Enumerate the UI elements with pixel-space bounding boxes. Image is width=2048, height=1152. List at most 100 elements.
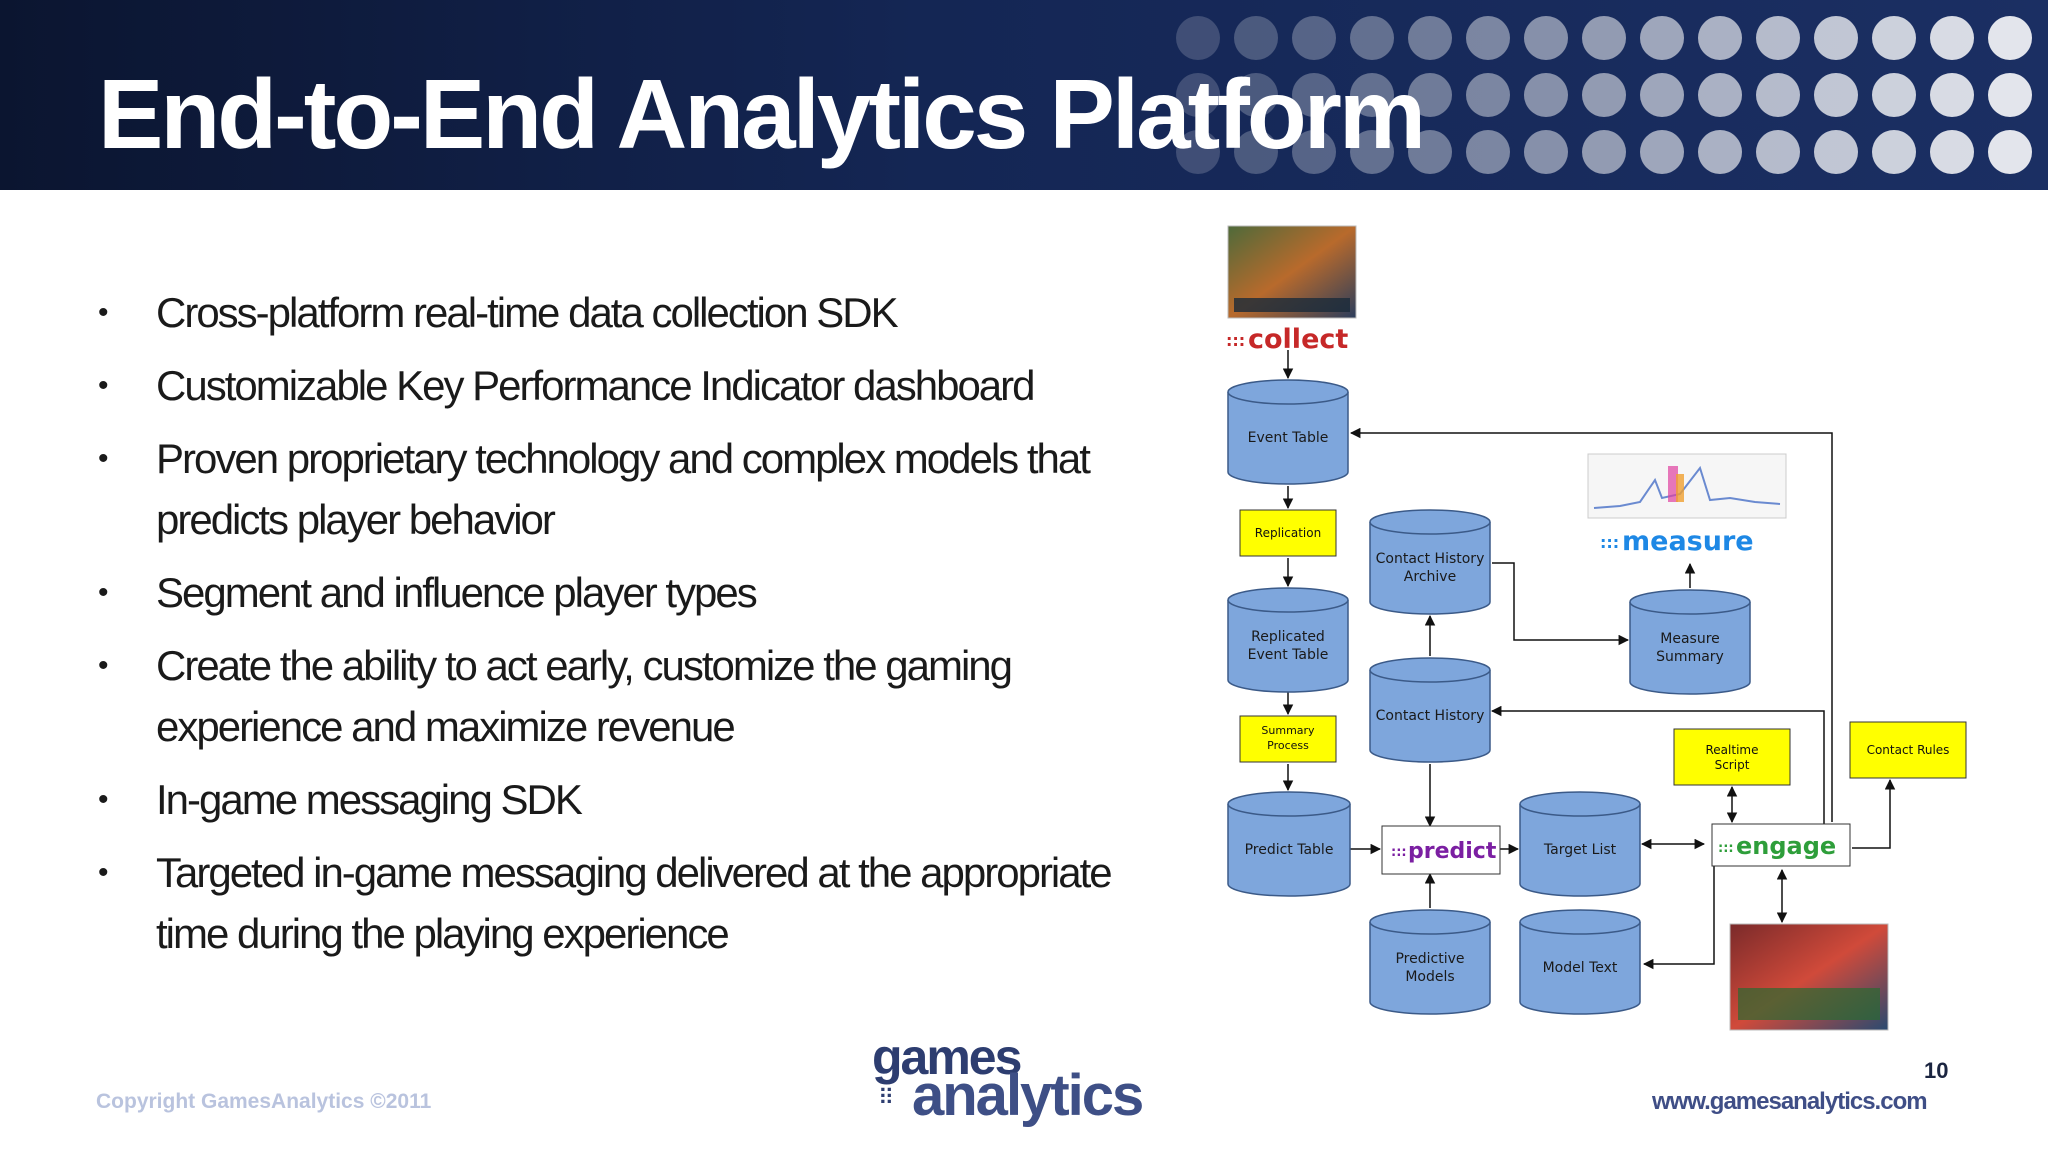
arrow-engage-to-event-table <box>1349 427 1833 822</box>
title-banner: End-to-End Analytics Platform <box>0 0 2048 190</box>
arrow-engage-to-contact-rules <box>1852 778 1896 849</box>
contact-history-archive-label: Archive <box>1404 569 1456 585</box>
engage-box <box>1711 823 1851 867</box>
dot-pattern-circle <box>1466 16 1510 60</box>
bullet-item: • Customizable Key Performance Indicator … <box>96 355 1146 416</box>
contact-history-archive-cylinder-top <box>1369 509 1491 535</box>
dot-pattern-circle <box>1234 16 1278 60</box>
dot-pattern-circle <box>1350 73 1394 117</box>
contact-history-cylinder: Contact History <box>1369 657 1491 763</box>
bullet-text: Proven proprietary technology and comple… <box>156 435 1091 543</box>
summary-process-box <box>1239 715 1337 763</box>
event-table-cylinder-body <box>1227 392 1349 485</box>
predictive-models-cylinder-top <box>1369 909 1491 935</box>
measure-logo-text: measure <box>1622 526 1754 557</box>
website-link[interactable]: www.gamesanalytics.com <box>1652 1088 1928 1115</box>
dot-pattern-circle <box>1524 73 1568 117</box>
model-text-cylinder-body <box>1519 922 1641 1015</box>
dot-pattern-circle <box>1292 73 1336 117</box>
bullet-dot: • <box>98 649 108 682</box>
bullet-text: Targeted in-game messaging delivered at … <box>156 849 1113 957</box>
model-text-cylinder: Model Text <box>1519 909 1641 1015</box>
dot-pattern-circle <box>1988 16 2032 60</box>
target-list-label: Target List <box>1543 842 1617 858</box>
dot-pattern-circle <box>1988 73 2032 117</box>
contact-rules-label: Contact Rules <box>1867 743 1950 757</box>
bullet-text: In-game messaging SDK <box>156 776 583 823</box>
bullet-dot: • <box>98 442 108 475</box>
realtime-script-label-2: Script <box>1715 758 1750 772</box>
engage-logo-text: engage <box>1736 832 1836 860</box>
target-list-cylinder-body <box>1519 804 1641 897</box>
dot-pattern-circle <box>1698 130 1742 174</box>
bullet-list: • Cross-platform real-time data collectio… <box>96 282 1146 976</box>
replicated-event-table-label: Replicated <box>1251 629 1325 645</box>
target-list-cylinder: Target List <box>1519 791 1641 897</box>
dot-pattern-circle <box>1176 73 1220 117</box>
model-text-cylinder-top <box>1519 909 1641 935</box>
predict-logo-text: predict <box>1408 839 1497 864</box>
dot-pattern-circle <box>1524 16 1568 60</box>
bullet-dot: • <box>98 783 108 816</box>
analytics-flow-diagram: collect ::: ::: measure Event TableRepli… <box>1226 225 1967 1031</box>
dot-pattern-circle <box>1350 130 1394 174</box>
logo-word-games: games <box>872 1029 1022 1085</box>
summary-process-label-2: Process <box>1267 739 1309 752</box>
realtime-script-box <box>1673 728 1791 786</box>
dot-pattern-circle <box>1640 16 1684 60</box>
page-number: 10 <box>1924 1058 1949 1083</box>
bullet-dot: • <box>98 369 108 402</box>
dot-pattern-circle <box>1524 130 1568 174</box>
replicated-event-table-label: Event Table <box>1248 647 1329 663</box>
bullet-text: Cross-platform real-time data collection… <box>156 289 899 336</box>
dot-pattern-circle <box>1176 130 1220 174</box>
dot-pattern-circle <box>1814 16 1858 60</box>
contact-rules-box <box>1849 721 1967 779</box>
predictive-models-cylinder-body <box>1369 922 1491 1015</box>
dot-pattern-circle <box>1408 73 1452 117</box>
logo-word-analytics: analytics <box>912 1063 1144 1128</box>
bullet-text: Customizable Key Performance Indicator d… <box>156 362 1036 409</box>
bullet-dot: • <box>98 576 108 609</box>
dot-pattern-circle <box>1756 130 1800 174</box>
dot-pattern-circle <box>1756 73 1800 117</box>
replication-label: Replication <box>1255 526 1321 540</box>
dot-pattern-circle <box>1582 73 1626 117</box>
predict-table-cylinder-top <box>1227 791 1351 817</box>
predict-box <box>1381 825 1501 875</box>
slide-title: End-to-End Analytics Platform <box>98 59 1426 169</box>
collect-logo-dots: ::: <box>1226 331 1245 350</box>
dot-pattern-circle <box>1234 130 1278 174</box>
dot-pattern-circle <box>1872 130 1916 174</box>
dot-pattern-circle <box>1930 130 1974 174</box>
collect-logo-text: collect <box>1248 324 1348 355</box>
model-text-label: Model Text <box>1543 960 1618 976</box>
dot-pattern-circle <box>1814 130 1858 174</box>
dot-pattern-circle <box>1176 16 1220 60</box>
dot-pattern-circle <box>1350 16 1394 60</box>
arrow-engage-to-model-text <box>1642 866 1715 970</box>
dot-pattern-circle <box>1814 73 1858 117</box>
bullet-item: • Proven proprietary technology and compl… <box>96 428 1146 550</box>
dot-pattern-circle <box>1466 73 1510 117</box>
dot-pattern-circle <box>1640 73 1684 117</box>
dot-pattern-circle <box>1698 16 1742 60</box>
connectors <box>1282 350 1896 970</box>
dot-pattern-circle <box>1408 130 1452 174</box>
bullet-dot: • <box>98 856 108 889</box>
copyright-notice: Copyright GamesAnalytics ©2011 <box>96 1090 432 1113</box>
event-table-cylinder: Event Table <box>1227 379 1349 485</box>
predictive-models-label: Models <box>1405 969 1454 985</box>
contact-history-cylinder-body <box>1369 670 1491 763</box>
measure-summary-cylinder-body <box>1629 602 1751 695</box>
arrow-engage-to-contact-history <box>1490 705 1825 826</box>
bullet-item: • Targeted in-game messaging delivered at… <box>96 842 1146 964</box>
dot-pattern-circle <box>1292 16 1336 60</box>
bullet-item: •Cross-platform real-time data collectio… <box>96 282 1146 343</box>
contact-history-archive-cylinder-body <box>1369 522 1491 615</box>
contact-history-label: Contact History <box>1376 708 1485 724</box>
